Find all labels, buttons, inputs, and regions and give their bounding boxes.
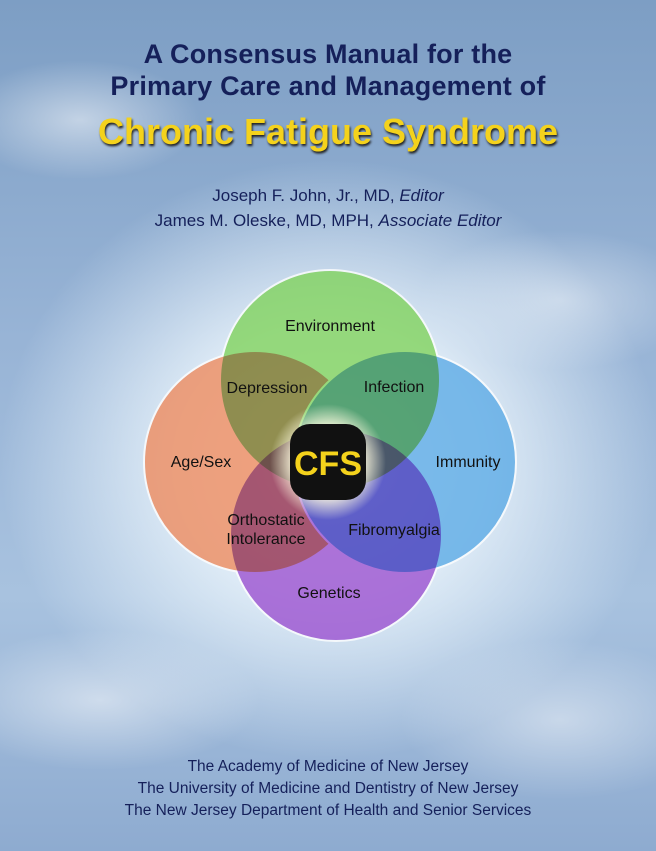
cfs-badge <box>290 424 366 500</box>
label-immunity: Immunity <box>436 454 501 471</box>
publishers: The Academy of Medicine of New Jersey Th… <box>0 756 656 822</box>
title-lines: A Consensus Manual for the Primary Care … <box>0 38 656 102</box>
label-genetics: Genetics <box>297 585 360 602</box>
label-cfs: CFS <box>294 445 362 483</box>
publisher-1: The Academy of Medicine of New Jersey <box>187 758 469 775</box>
associate-editor-role: Associate Editor <box>378 211 502 230</box>
associate-editor-name: James M. Oleske, MD, MPH, <box>154 211 379 230</box>
label-intolerance: Intolerance <box>226 531 305 548</box>
main-title: Chronic Fatigue Syndrome <box>97 111 559 152</box>
publisher-3: The New Jersey Department of Health and … <box>124 802 532 819</box>
editor-role: Editor <box>399 186 444 205</box>
label-depression: Depression <box>227 380 308 397</box>
label-fibromyalgia: Fibromyalgia <box>348 522 440 539</box>
label-age-sex: Age/Sex <box>171 454 231 471</box>
associate-editor-line: James M. Oleske, MD, MPH, Associate Edit… <box>0 211 656 231</box>
label-environment: Environment <box>285 318 375 335</box>
title-line-2: Primary Care and Management of <box>110 71 546 101</box>
label-orthostatic: Orthostatic <box>227 512 304 529</box>
label-infection: Infection <box>364 379 424 396</box>
title-line-1: A Consensus Manual for the <box>143 39 513 69</box>
editor-name: Joseph F. John, Jr., MD, <box>212 186 400 205</box>
editor-line: Joseph F. John, Jr., MD, Editor <box>0 186 656 206</box>
publisher-2: The University of Medicine and Dentistry… <box>137 780 519 797</box>
